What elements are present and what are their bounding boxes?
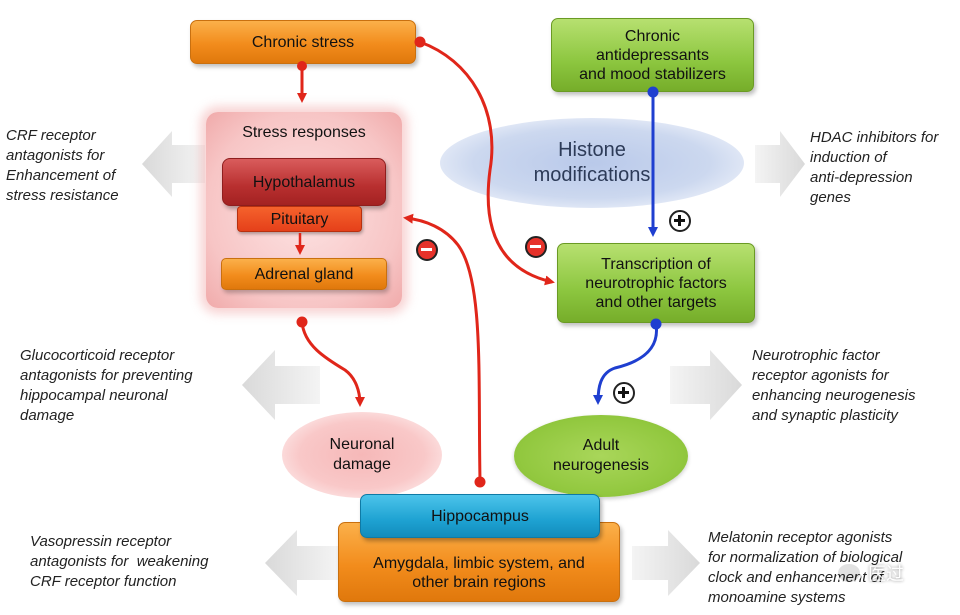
note-neurotrophic-line: and synaptic plasticity: [752, 407, 898, 424]
antidepressants-line-1: Chronic: [624, 27, 681, 45]
stress-responses-title: Stress responses: [242, 124, 366, 141]
adrenal-gland-box: Adrenal gland: [221, 258, 387, 290]
hippocampus-label: Hippocampus: [431, 507, 529, 525]
arrow-dot: [647, 86, 659, 98]
hypothalamus-label: Hypothalamus: [252, 173, 356, 191]
adult-neurogenesis-line-1: Adult: [582, 437, 620, 454]
note-hdac-line: HDAC inhibitors for: [810, 129, 939, 146]
adult-neurogenesis-line-2: neurogenesis: [552, 457, 650, 474]
note-neurotrophic-line: receptor agonists for: [752, 367, 889, 384]
note-glucocorticoid-line: antagonists for preventing: [20, 367, 193, 384]
note-glucocorticoid-line: damage: [20, 407, 75, 424]
note-neurotrophic-agonists: Neurotrophic factor receptor agonists fo…: [752, 346, 915, 426]
amygdala-line-1: Amygdala, limbic system, and: [373, 555, 585, 572]
arrow-hippocampus-to-stress-responses: [403, 213, 482, 481]
arrow-dot: [650, 318, 662, 330]
note-neurotrophic-line: enhancing neurogenesis: [752, 387, 916, 404]
minus-sign-icon: [416, 239, 438, 261]
note-hdac-line: genes: [810, 189, 851, 206]
neuronal-damage-line-2: damage: [333, 456, 391, 473]
arrow-transcription-to-neurogenesis: [593, 323, 658, 405]
transcription-box: Transcription of neurotrophic factors an…: [557, 243, 755, 323]
watermark-text: 医过: [868, 564, 904, 585]
note-vasopressin-line: antagonists for weakening: [30, 553, 209, 570]
minus-sign-icon: [525, 236, 547, 258]
right-arrow-neurotrophic: [670, 350, 742, 420]
neuronal-damage-ellipse: Neuronal damage: [282, 412, 442, 498]
note-crf-line: antagonists for: [6, 147, 105, 164]
neuronal-damage-line-1: Neuronal: [329, 436, 395, 453]
hypothalamus-box: Hypothalamus: [222, 158, 386, 206]
note-vasopressin-line: CRF receptor function: [30, 573, 177, 590]
antidepressants-line-3: and mood stabilizers: [579, 65, 726, 83]
arrow-dot: [296, 316, 308, 328]
hippocampus-box: Hippocampus: [360, 494, 600, 538]
amygdala-line-2: other brain regions: [412, 574, 546, 591]
pituitary-label: Pituitary: [270, 210, 329, 228]
note-hdac-line: anti-depression: [810, 169, 913, 186]
note-melatonin: Melatonin receptor agonists for normaliz…: [708, 528, 902, 608]
left-arrow-crf: [142, 131, 205, 197]
note-vasopressin-line: Vasopressin receptor: [30, 533, 172, 550]
arrow-dot: [474, 476, 486, 488]
note-crf-line: stress resistance: [6, 187, 119, 204]
histone-line-1: Histone: [558, 139, 626, 161]
note-crf-line: Enhancement of: [6, 167, 116, 184]
left-arrow-vasopressin: [265, 530, 338, 596]
right-arrow-hdac: [755, 131, 805, 197]
antidepressants-line-2: antidepressants: [596, 46, 709, 64]
wechat-icon: [836, 562, 862, 584]
antidepressants-box: Chronic antidepressants and mood stabili…: [551, 18, 754, 92]
transcription-line-3: and other targets: [595, 293, 717, 311]
left-arrow-glucocorticoid: [242, 350, 320, 420]
right-arrow-melatonin: [632, 530, 700, 596]
transcription-line-1: Transcription of: [601, 255, 711, 273]
adrenal-gland-label: Adrenal gland: [254, 265, 354, 283]
chronic-stress-label: Chronic stress: [251, 33, 355, 51]
histone-line-2: modifications: [533, 164, 651, 186]
note-glucocorticoid-line: hippocampal neuronal: [20, 387, 168, 404]
note-melatonin-line: for normalization of biological: [708, 549, 903, 566]
arrow-dot: [297, 61, 307, 71]
note-crf-antagonists: CRF receptor antagonists for Enhancement…: [6, 126, 119, 206]
pituitary-box: Pituitary: [237, 206, 362, 232]
plus-sign-icon: [669, 210, 691, 232]
plus-sign-icon: [613, 382, 635, 404]
arrow-adrenal-to-neuronal-damage: [300, 321, 365, 407]
note-melatonin-line: monoamine systems: [708, 589, 846, 606]
note-glucocorticoid-line: Glucocorticoid receptor: [20, 347, 175, 364]
arrow-dot: [414, 36, 426, 48]
arrow-chronic-stress-to-transcription: [419, 40, 555, 286]
adult-neurogenesis-ellipse: Adult neurogenesis: [514, 415, 688, 497]
note-hdac-line: induction of: [810, 149, 887, 166]
note-crf-line: CRF receptor: [6, 127, 96, 144]
note-melatonin-line: Melatonin receptor agonists: [708, 529, 893, 546]
note-vasopressin: Vasopressin receptor antagonists for wea…: [30, 532, 208, 592]
transcription-line-2: neurotrophic factors: [585, 274, 727, 292]
note-hdac-inhibitors: HDAC inhibitors for induction of anti-de…: [810, 128, 938, 208]
note-glucocorticoid: Glucocorticoid receptor antagonists for …: [20, 346, 193, 426]
note-neurotrophic-line: Neurotrophic factor: [752, 347, 880, 364]
watermark: 医过: [836, 560, 904, 586]
